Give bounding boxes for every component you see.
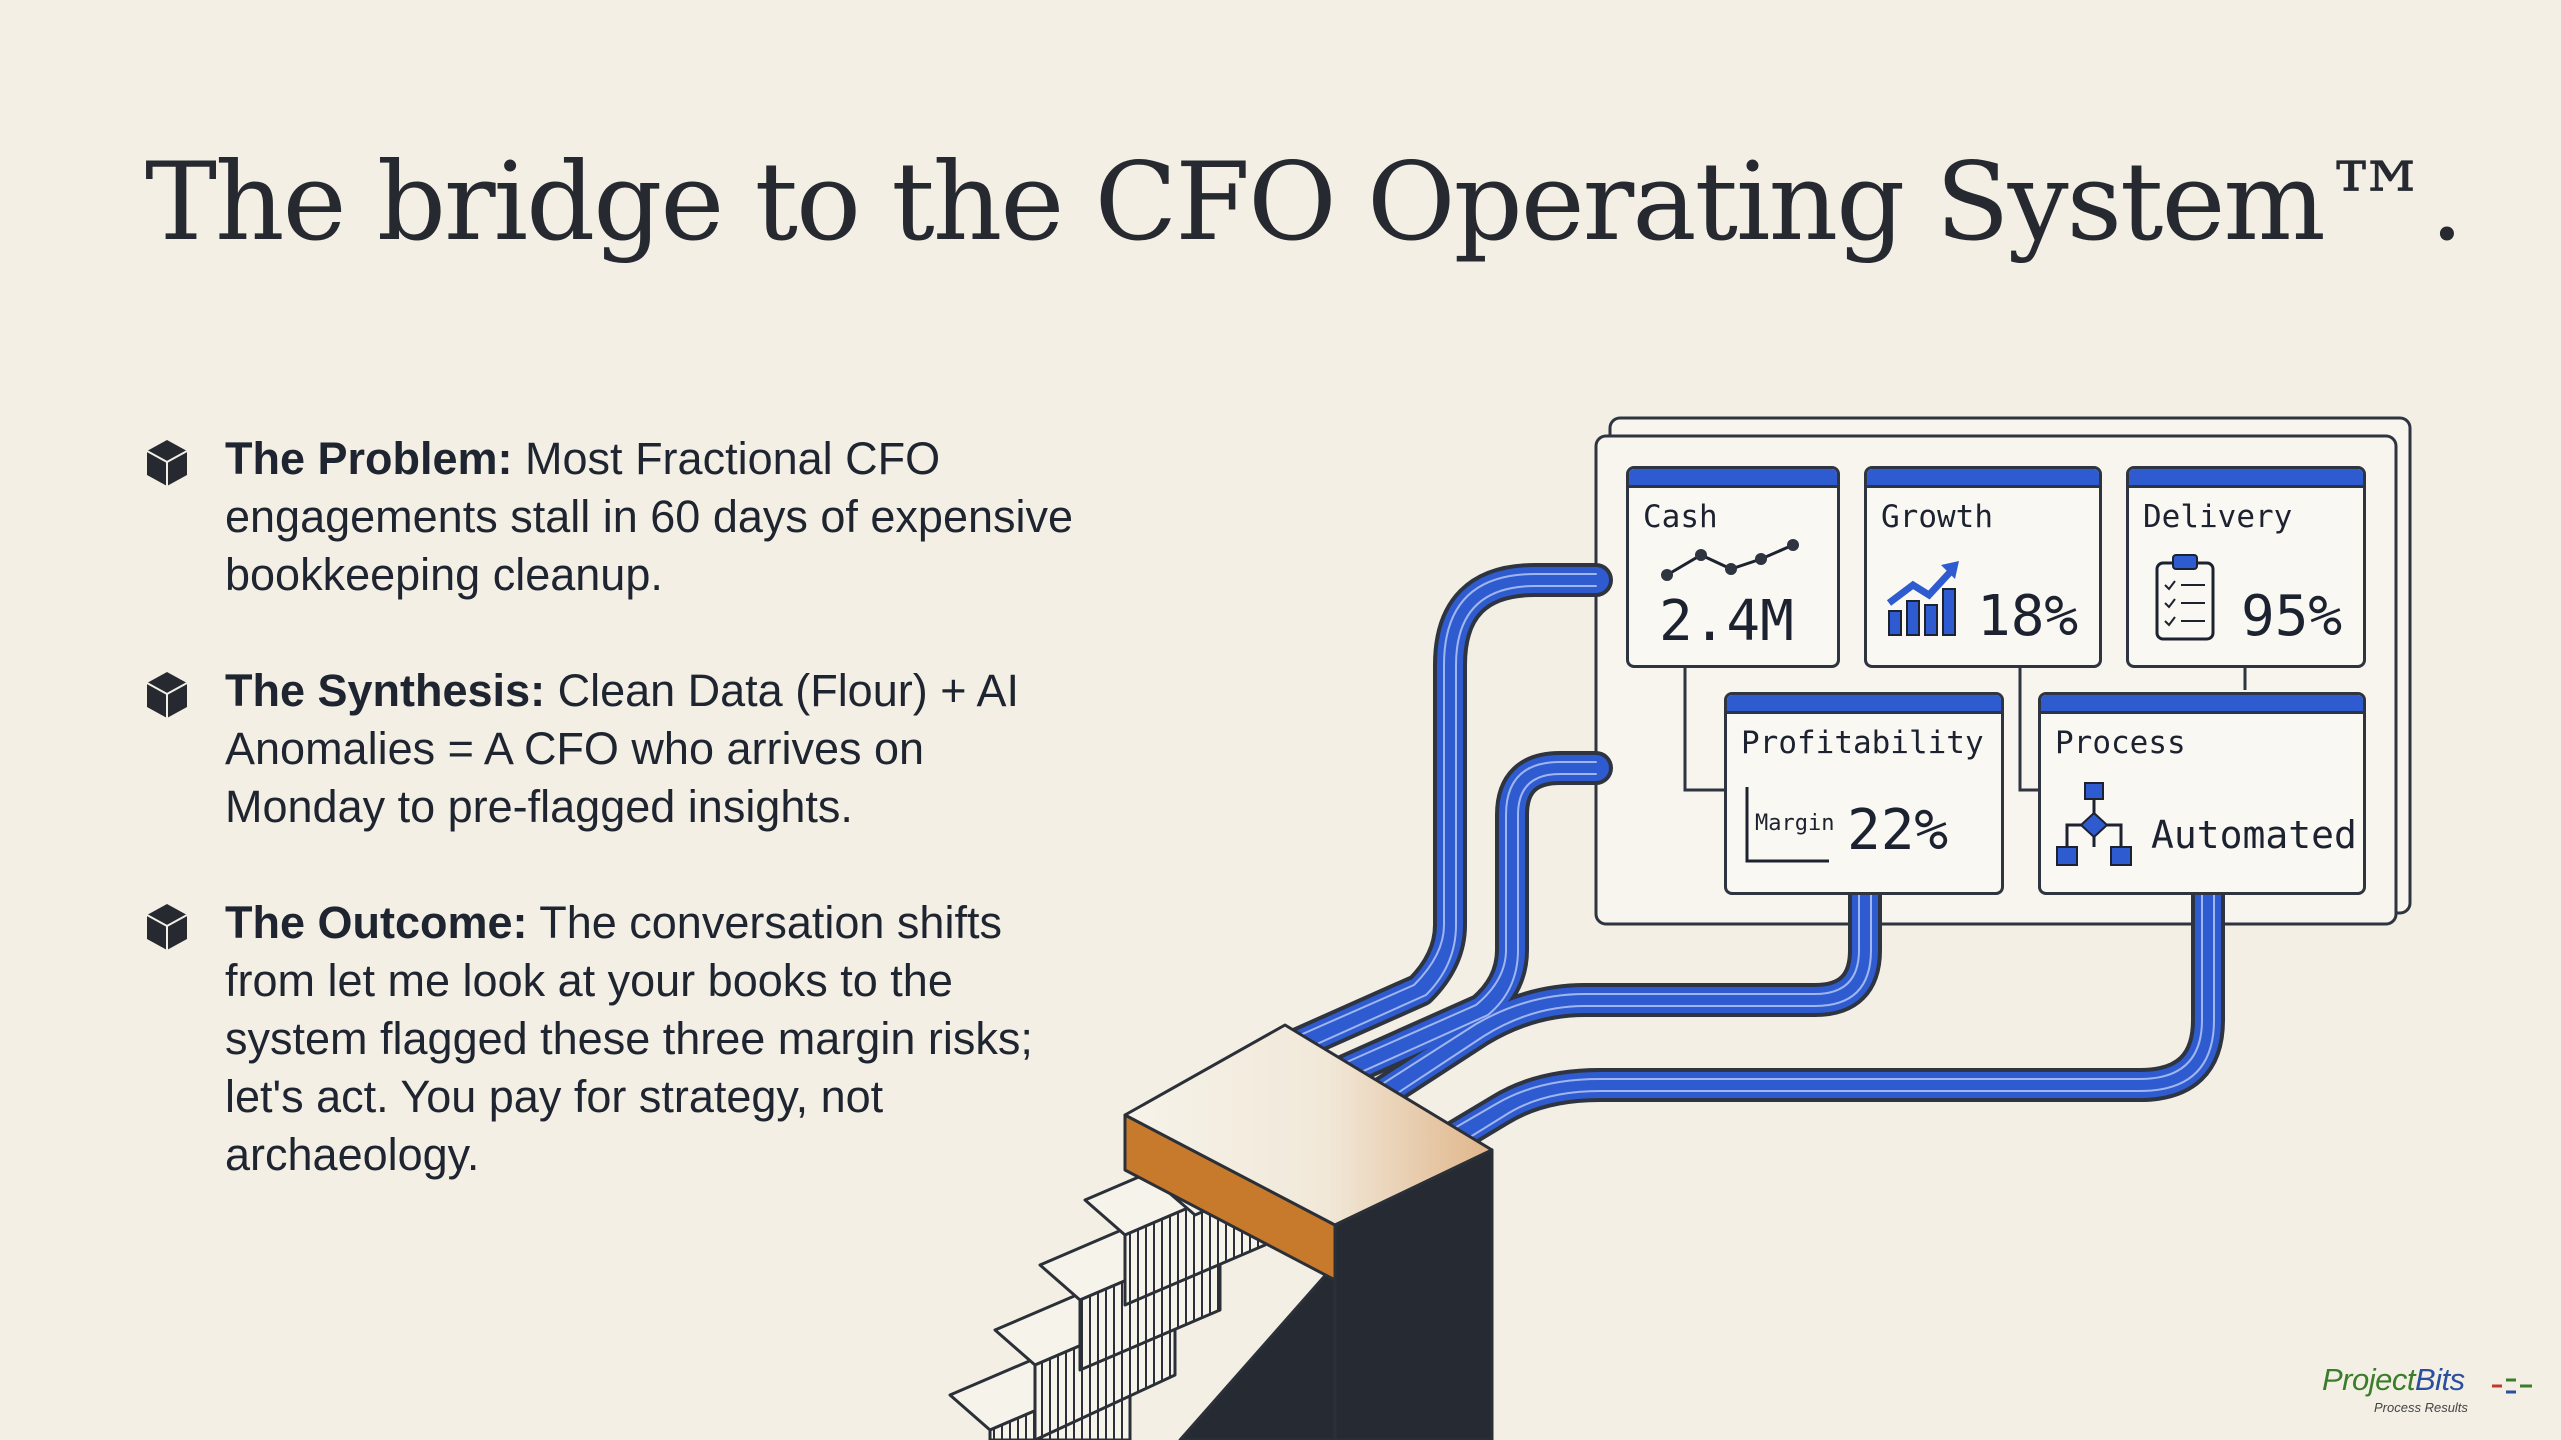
bullet-body: Clean Data (Flour) + AI Anomalies = A CF… xyxy=(225,665,1020,832)
bullet-text: The Synthesis: Clean Data (Flour) + AI A… xyxy=(225,662,1095,836)
delivery-value: 95% xyxy=(2241,584,2343,649)
staircase xyxy=(948,1023,1494,1440)
hexagon-bullet-icon xyxy=(146,672,188,718)
profitability-card: Profitability Margin 22% xyxy=(1724,692,2004,895)
bullet-heading: The Outcome: xyxy=(225,897,528,948)
delivery-card: Delivery 95% xyxy=(2126,466,2366,668)
bullet-heading: The Problem: xyxy=(225,433,513,484)
card-header-bar xyxy=(1629,469,1837,488)
profitability-label: Profitability xyxy=(1741,725,1984,761)
cash-label: Cash xyxy=(1643,499,1718,535)
page-title: The bridge to the CFO Operating System™. xyxy=(145,140,2464,265)
card-header-bar xyxy=(1727,695,2001,714)
process-card: Process Automated xyxy=(2038,692,2366,895)
margin-label: Margin xyxy=(1755,811,1835,836)
card-connectors xyxy=(1683,668,2247,792)
growth-card: Growth 18% xyxy=(1864,466,2102,668)
bullet-synthesis: The Synthesis: Clean Data (Flour) + AI A… xyxy=(145,662,1095,836)
bullet-text: The Outcome: The conversation shifts fro… xyxy=(225,894,1095,1184)
profitability-value: 22% xyxy=(1847,798,1949,863)
margin-axis-icon xyxy=(1745,787,1829,863)
process-value: Automated xyxy=(2151,813,2357,857)
projectbits-logo: ProjectBits Process Results xyxy=(2322,1362,2542,1422)
bullet-problem: The Problem: Most Fractional CFO engagem… xyxy=(145,430,1095,604)
bullet-list: The Problem: Most Fractional CFO engagem… xyxy=(145,430,1095,1242)
bullet-text: The Problem: Most Fractional CFO engagem… xyxy=(225,430,1095,604)
circuit-traces xyxy=(1268,563,2225,1157)
logo-mark-icon xyxy=(2492,1378,2532,1394)
logo-word-bits: Bits xyxy=(2414,1362,2465,1397)
hexagon-bullet-icon xyxy=(146,904,188,950)
growth-label: Growth xyxy=(1881,499,1993,535)
card-header-bar xyxy=(2041,695,2363,714)
logo-wordmark: ProjectBits xyxy=(2322,1362,2465,1398)
logo-word-project: Project xyxy=(2322,1362,2415,1397)
bullet-body: The conversation shifts from let me look… xyxy=(225,897,1033,1180)
sparkline-icon xyxy=(1661,539,1799,581)
growth-chart-icon xyxy=(1886,561,1959,636)
growth-value: 18% xyxy=(1977,584,2079,649)
flowchart-icon xyxy=(2056,782,2132,866)
card-header-bar xyxy=(1867,469,2099,488)
delivery-label: Delivery xyxy=(2143,499,2293,535)
logo-tagline: Process Results xyxy=(2374,1400,2468,1415)
checklist-clipboard-icon xyxy=(2155,554,2215,641)
card-header-bar xyxy=(2129,469,2363,488)
bullet-body: Most Fractional CFO engagements stall in… xyxy=(225,433,1074,600)
cash-card: Cash 2.4M xyxy=(1626,466,1840,668)
bullet-outcome: The Outcome: The conversation shifts fro… xyxy=(145,894,1095,1184)
process-label: Process xyxy=(2055,725,2186,761)
cash-value: 2.4M xyxy=(1659,589,1794,654)
hexagon-bullet-icon xyxy=(146,440,188,486)
bullet-heading: The Synthesis: xyxy=(225,665,546,716)
